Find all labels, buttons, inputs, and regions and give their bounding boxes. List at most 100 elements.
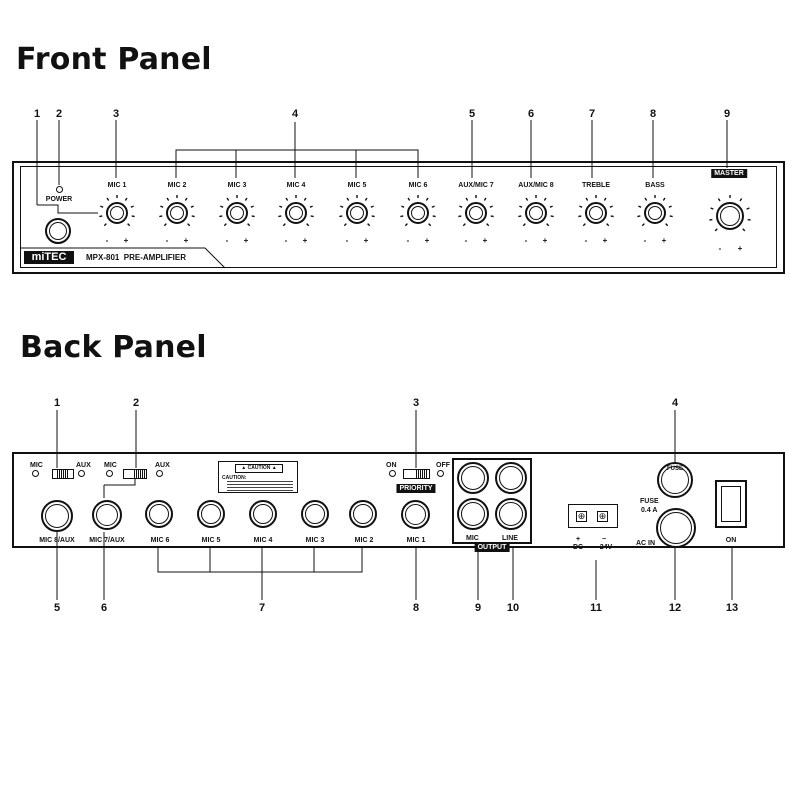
aux-mic8-plus: +	[542, 236, 548, 245]
dc-voltage-label: 24V	[599, 544, 613, 551]
back-callout-7: 7	[258, 602, 266, 614]
ac-in-socket[interactable]	[656, 508, 696, 548]
rocker-inner	[721, 486, 741, 522]
front-callout-8: 8	[649, 108, 657, 120]
priority-switch[interactable]	[403, 469, 430, 479]
power-rocker-switch[interactable]	[715, 480, 747, 528]
treble-knob[interactable]	[585, 202, 607, 224]
power-button[interactable]	[45, 218, 71, 244]
fuse-label: FUSE	[640, 498, 659, 505]
mic-aux-switch-2[interactable]	[123, 469, 147, 479]
sw2-aux-led	[156, 470, 163, 477]
priority-on-led	[389, 470, 396, 477]
mic4-label: MIC 4	[286, 182, 306, 189]
on-label: ON	[725, 537, 737, 544]
power-label: POWER	[45, 196, 73, 203]
back-callout-8: 8	[412, 602, 420, 614]
back-callout-4: 4	[671, 397, 679, 409]
ac-in-label: AC IN	[636, 540, 656, 547]
power-led	[56, 186, 63, 193]
dc-screw-plus-icon: ⊕	[576, 511, 587, 522]
mic3-jack[interactable]	[301, 500, 329, 528]
output-jack-top-right[interactable]	[495, 462, 527, 494]
mic2-jack-label: MIC 2	[354, 537, 374, 544]
sw1-aux-label: AUX	[76, 462, 91, 469]
back-callout-11: 11	[590, 602, 602, 614]
bass-minus: -	[643, 236, 647, 245]
front-callout-4: 4	[291, 108, 299, 120]
dc-minus-label: −	[601, 536, 607, 543]
front-callout-9: 9	[723, 108, 731, 120]
back-callout-9: 9	[474, 602, 482, 614]
back-callout-2: 2	[132, 397, 140, 409]
front-callout-3: 3	[112, 108, 120, 120]
aux-mic8-minus: -	[524, 236, 528, 245]
output-line-label: LINE	[502, 535, 518, 542]
mic4-knob[interactable]	[285, 202, 307, 224]
master-plus: +	[737, 244, 743, 253]
mic5-label: MIC 5	[347, 182, 367, 189]
output-jack-bottom-left[interactable]	[457, 498, 489, 530]
sw1-mic-led	[32, 470, 39, 477]
mic1-minus: -	[105, 236, 109, 245]
bass-label: BASS	[645, 182, 665, 189]
treble-plus: +	[602, 236, 608, 245]
mic4-jack[interactable]	[249, 500, 277, 528]
mic1-knob[interactable]	[106, 202, 128, 224]
mic3-minus: -	[225, 236, 229, 245]
aux-mic8-knob[interactable]	[525, 202, 547, 224]
output-jack-bottom-right[interactable]	[495, 498, 527, 530]
fuse-holder[interactable]	[657, 462, 693, 498]
mic1-jack-label: MIC 1	[406, 537, 426, 544]
warning-icon: ▲	[241, 465, 247, 471]
back-callout-12: 12	[668, 602, 682, 614]
dc-plus-label: +	[575, 536, 581, 543]
front-panel-title: Front Panel	[16, 42, 212, 77]
front-callout-7: 7	[588, 108, 596, 120]
back-callout-13: 13	[725, 602, 739, 614]
back-callout-10: 10	[506, 602, 520, 614]
mic4-jack-label: MIC 4	[253, 537, 273, 544]
caution-title-bar: ▲ CAUTION ▲	[235, 464, 283, 473]
bass-knob[interactable]	[644, 202, 666, 224]
aux-mic7-knob[interactable]	[465, 202, 487, 224]
mic2-minus: -	[165, 236, 169, 245]
mic6-jack[interactable]	[145, 500, 173, 528]
mic3-knob[interactable]	[226, 202, 248, 224]
mic5-jack[interactable]	[197, 500, 225, 528]
aux-mic7-label: AUX/MIC 7	[458, 182, 494, 189]
mic2-jack[interactable]	[349, 500, 377, 528]
sw1-aux-led	[78, 470, 85, 477]
mic3-label: MIC 3	[227, 182, 247, 189]
mic1-label: MIC 1	[107, 182, 127, 189]
mic1-plus: +	[123, 236, 129, 245]
master-knob[interactable]	[716, 202, 744, 230]
mic5-minus: -	[345, 236, 349, 245]
mic8-aux-jack[interactable]	[41, 500, 73, 532]
mic8-aux-label: MIC 8/AUX	[39, 537, 75, 544]
priority-off-led	[437, 470, 444, 477]
priority-on-label: ON	[386, 462, 397, 469]
back-callout-6: 6	[100, 602, 108, 614]
master-minus: -	[718, 244, 722, 253]
mic5-knob[interactable]	[346, 202, 368, 224]
caution-title: CAUTION	[247, 465, 271, 471]
front-callout-2: 2	[55, 108, 63, 120]
mic7-aux-jack[interactable]	[92, 500, 122, 530]
aux-mic7-minus: -	[464, 236, 468, 245]
back-panel-chassis	[12, 452, 785, 548]
mic-aux-switch-1[interactable]	[52, 469, 74, 479]
caution-head: CAUTION:	[222, 475, 247, 481]
aux-mic7-plus: +	[482, 236, 488, 245]
mic2-knob[interactable]	[166, 202, 188, 224]
treble-label: TREBLE	[582, 182, 610, 189]
back-panel-title: Back Panel	[20, 330, 207, 365]
mic1-jack[interactable]	[401, 500, 430, 529]
output-jack-top-left[interactable]	[457, 462, 489, 494]
dc-terminal[interactable]: ⊕ ⊕	[568, 504, 618, 528]
mic4-plus: +	[302, 236, 308, 245]
front-callout-5: 5	[468, 108, 476, 120]
mic6-knob[interactable]	[407, 202, 429, 224]
dc-label: DC	[572, 544, 584, 551]
